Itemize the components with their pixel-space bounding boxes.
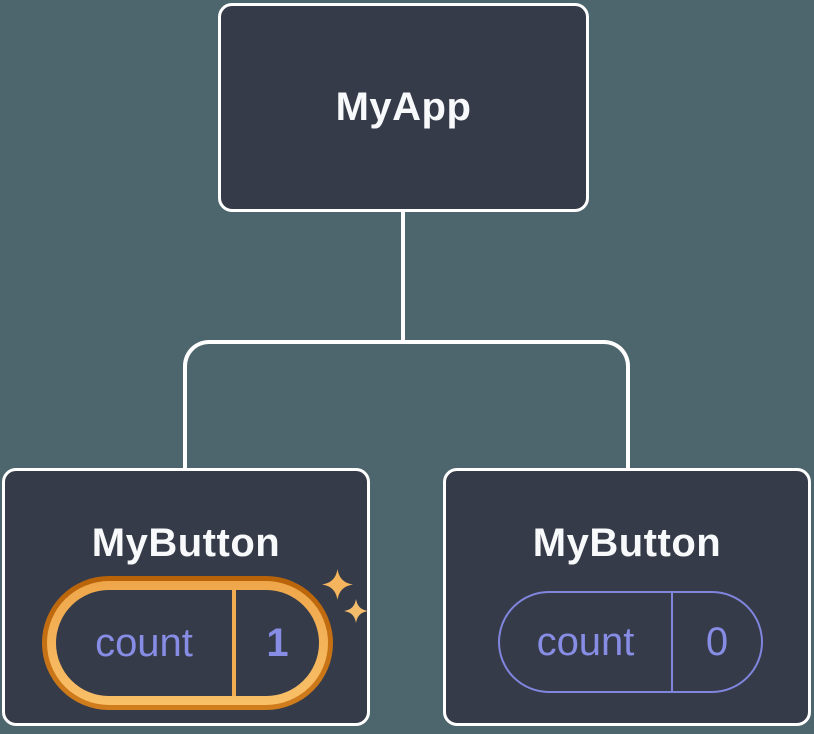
state-value: 1 (266, 620, 289, 665)
state-pill-divider (232, 590, 236, 696)
component-node-mybutton-left: MyButton count 1 (2, 468, 370, 726)
connector-bracket (183, 340, 630, 472)
state-value: 0 (705, 619, 729, 664)
state-pill-divider (671, 593, 673, 691)
state-pill-highlighted: count 1 (42, 576, 333, 710)
component-node-myapp: MyApp (218, 3, 589, 212)
component-label-myapp: MyApp (335, 85, 472, 129)
state-name: count (95, 620, 193, 665)
state-name: count (536, 619, 635, 664)
state-pill-highlight-ring: count 1 (47, 581, 328, 705)
component-label-mybutton-right: MyButton (532, 521, 722, 565)
sparkle-icon (322, 569, 353, 600)
component-label-mybutton-left: MyButton (91, 521, 281, 565)
component-node-mybutton-right: MyButton count 0 (443, 468, 811, 726)
state-pill-normal: count 0 (498, 591, 763, 693)
connector-stem (401, 210, 405, 342)
sparkle-icon (344, 599, 368, 623)
